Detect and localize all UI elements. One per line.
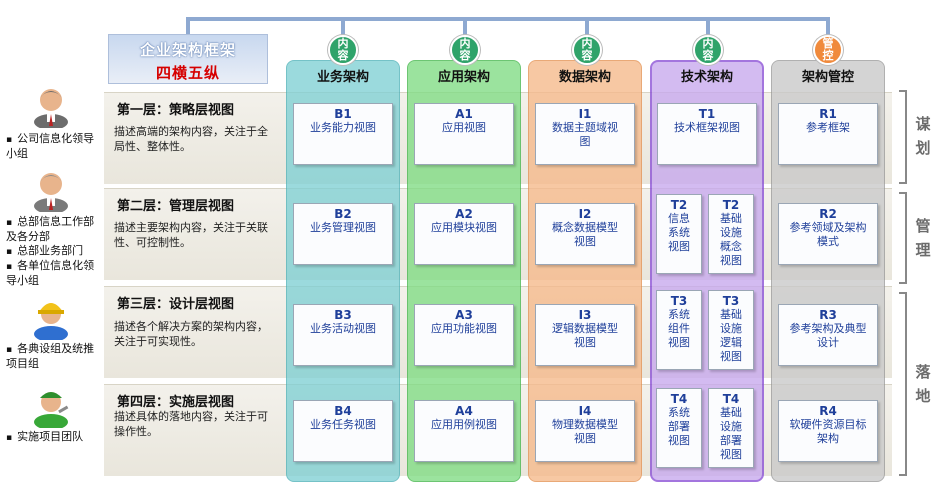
executive-person-icon (34, 89, 68, 128)
brace-bracket (899, 292, 907, 476)
layer-desc: 描述高端的架构内容，关注于全局性、整体性。 (114, 125, 268, 153)
layer-desc: 描述主要架构内容，关注于关联性、可控制性。 (114, 221, 268, 249)
framework-title-box: 企业架构框架 四横五纵 (108, 34, 268, 84)
content-badge: 内容 (450, 35, 480, 65)
connector-line (186, 17, 190, 35)
connector-line (826, 17, 830, 35)
connector-line (706, 17, 710, 35)
brace-label-manage: 管理 (915, 217, 931, 259)
framework-title: 企业架构框架 (139, 41, 236, 59)
content-badge: 内容 (572, 35, 602, 65)
layer-title: 第一层：策略层视图 (117, 103, 235, 118)
manager-person-icon (34, 173, 68, 212)
column-header: 架构管控 (801, 70, 854, 85)
role-list-2: 总部信息工作部及各分部 总部业务部门 各单位信息化领导小组 (6, 215, 102, 288)
role-item: 实施项目团队 (6, 430, 102, 445)
worker-person-icon (34, 392, 69, 428)
layer-title: 第四层：实施层视图 (117, 395, 235, 410)
brace-label-plan: 谋划 (915, 115, 931, 157)
brace-bracket (899, 90, 907, 184)
role-item: 总部信息工作部及各分部 (6, 215, 102, 244)
engineer-person-icon (34, 303, 68, 340)
brace-label-implement: 落地 (915, 363, 931, 405)
layer-desc: 描述具体的落地内容，关注于可操作性。 (114, 410, 268, 438)
content-badge: 内容 (693, 35, 723, 65)
layer-title: 第二层：管理层视图 (117, 199, 235, 214)
layer-title: 第三层：设计层视图 (117, 297, 235, 312)
connector-line (585, 17, 589, 35)
connector-line (190, 17, 830, 21)
role-list-4: 实施项目团队 (6, 430, 102, 445)
governance-badge: 管控 (813, 35, 843, 65)
column-header: 应用架构 (437, 70, 490, 85)
role-item: 各典设组及统推项目组 (6, 342, 102, 371)
role-item: 总部业务部门 (6, 244, 102, 259)
brace-bracket (899, 192, 907, 284)
column-header: 数据架构 (558, 70, 611, 85)
content-badge: 内容 (328, 35, 358, 65)
column-header: 技术架构 (680, 70, 733, 85)
framework-subtitle: 四横五纵 (155, 64, 220, 82)
role-list-3: 各典设组及统推项目组 (6, 342, 102, 371)
connector-line (463, 17, 467, 35)
column-header: 业务架构 (316, 70, 369, 85)
role-item: 各单位信息化领导小组 (6, 259, 102, 288)
connector-line (341, 17, 345, 35)
layer-desc: 描述各个解决方案的架构内容，关注于可实现性。 (114, 320, 268, 348)
role-item: 公司信息化领导小组 (6, 132, 102, 161)
role-list-1: 公司信息化领导小组 (6, 132, 102, 161)
